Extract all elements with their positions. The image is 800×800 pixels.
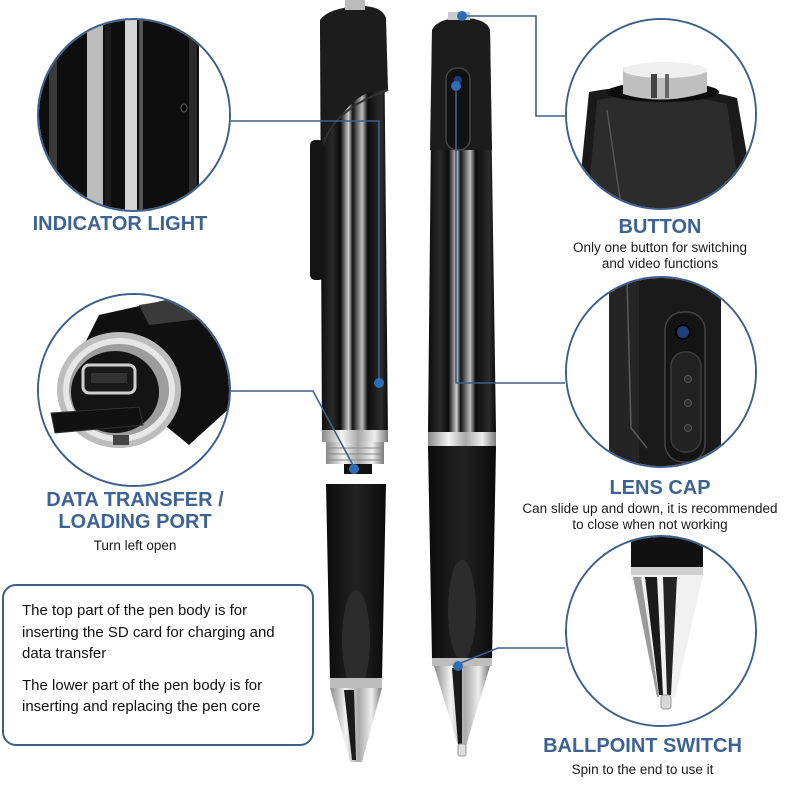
lens-cap-detail-circle <box>565 276 757 468</box>
left-pen-lower <box>326 484 386 762</box>
data-port-title-line2: LOADING PORT <box>58 511 212 533</box>
data-port-closeup-image <box>39 295 229 485</box>
callout-dots <box>349 11 467 671</box>
lens-cap-title: LENS CAP <box>609 477 711 499</box>
info-paragraph-lower-part: The lower part of the pen body is for in… <box>22 676 263 716</box>
data-port-dot <box>349 464 359 474</box>
callout-connectors <box>231 15 565 665</box>
info-paragraph-top-part: The top part of the pen body is for inse… <box>22 602 275 662</box>
indicator-light-detail-circle <box>37 18 231 212</box>
ballpoint-detail-circle <box>565 535 757 727</box>
ballpoint-connector <box>457 647 565 665</box>
data-port-description: Turn left open <box>93 538 177 553</box>
data-port-title-line1: DATA TRANSFER / <box>46 489 224 511</box>
button-closeup-image <box>567 20 755 208</box>
lens-cap-closeup-image <box>567 278 755 466</box>
ballpoint-dot <box>453 661 463 671</box>
ballpoint-switch-description: Spin to the end to use it <box>571 762 714 777</box>
indicator-light-closeup-image <box>39 20 229 210</box>
lens-cap-description-line1: Can slide up and down, it is recommended <box>522 501 778 516</box>
ballpoint-switch-title: BALLPOINT SWITCH <box>543 735 742 757</box>
indicator-light-title: INDICATOR LIGHT <box>32 213 208 235</box>
button-dot <box>457 11 467 21</box>
data-port-detail-circle <box>37 293 231 487</box>
button-description-line2: and video functions <box>601 256 719 271</box>
right-pen <box>428 12 496 757</box>
ballpoint-closeup-image <box>567 537 755 725</box>
button-connector <box>462 15 565 117</box>
lens-cap-description-line2: to close when not working <box>572 517 728 532</box>
indicator-light-dot <box>374 378 384 388</box>
indicator-light-connector <box>231 120 380 382</box>
button-title: BUTTON <box>618 216 702 238</box>
lens-cap-connector <box>455 84 565 384</box>
left-pen-upper <box>310 0 389 474</box>
data-port-connector <box>231 390 355 468</box>
button-detail-circle <box>565 18 757 210</box>
button-description-line1: Only one button for switching <box>572 240 748 255</box>
info-box: The top part of the pen body is for inse… <box>2 584 314 746</box>
lens-cap-dot <box>451 81 461 91</box>
